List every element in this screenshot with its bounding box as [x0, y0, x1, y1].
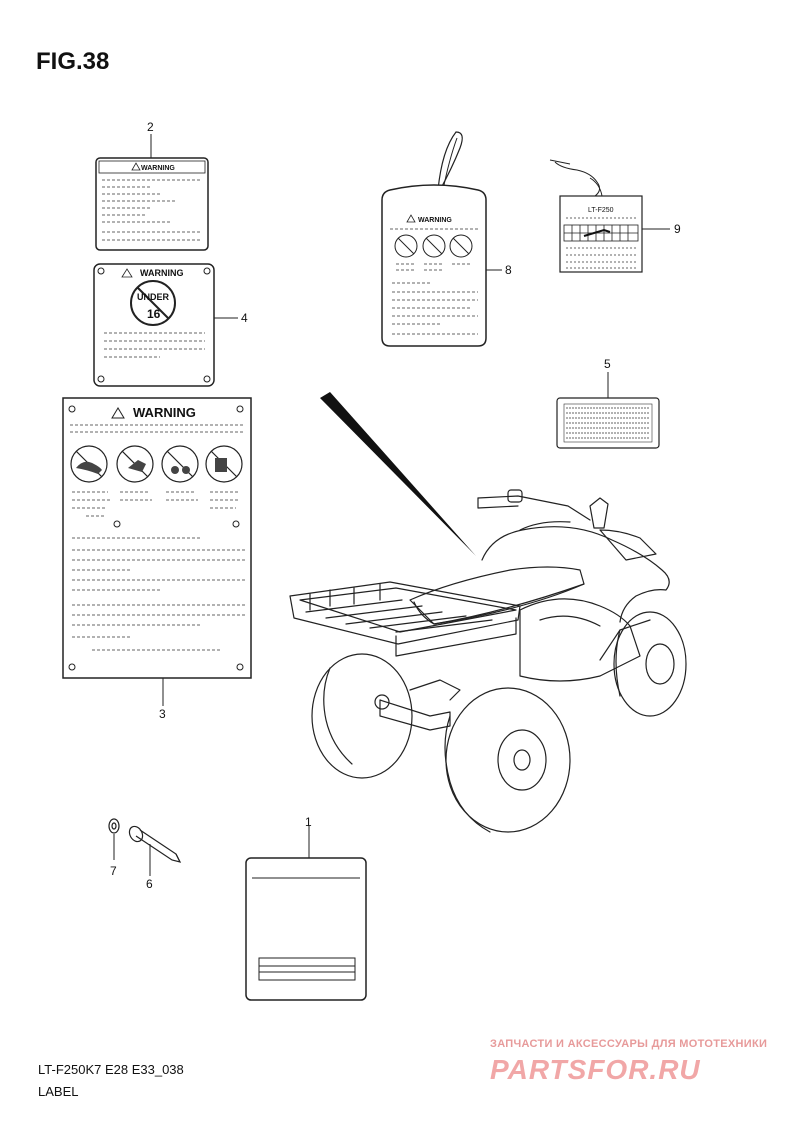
watermark-logo: PARTSFOR.RU: [490, 1054, 701, 1085]
callout-7: 7: [110, 864, 117, 878]
label-4-under16-sticker[interactable]: WARNING UNDER 16: [93, 263, 215, 387]
callout-3: 3: [159, 707, 166, 721]
label-2-hazard-icon: [131, 162, 141, 171]
label-3-hazard-icon: [111, 407, 125, 419]
diagram-label: LABEL: [38, 1084, 79, 1099]
no-alcohol-icon: [116, 445, 154, 483]
label-4-age-text: 16: [147, 307, 161, 321]
label-5-info-plate[interactable]: [556, 397, 660, 449]
callout-4: 4: [241, 311, 248, 325]
callout-8: 8: [505, 263, 512, 277]
label-3-main-warning-sticker[interactable]: WARNING: [62, 397, 252, 679]
label-9-model-tag[interactable]: LT-F250: [549, 159, 643, 273]
watermark-subtitle: ЗАПЧАСТИ И АКСЕССУАРЫ ДЛЯ МОТОТЕХНИКИ: [490, 1038, 768, 1050]
label-1-plate[interactable]: [245, 857, 367, 1001]
washer-part-7[interactable]: [108, 818, 120, 834]
label-9-model-text: LT-F250: [588, 207, 614, 214]
callout-6: 6: [146, 877, 153, 891]
label-8-hang-tag[interactable]: WARNING: [381, 131, 487, 347]
label-4-warning-text: WARNING: [140, 268, 184, 278]
callout-1: 1: [305, 815, 312, 829]
callout-2: 2: [147, 120, 154, 134]
no-paved-road-icon: [205, 445, 243, 483]
no-under16-icon: [130, 280, 176, 326]
label-8-warning-text: WARNING: [418, 217, 452, 224]
callout-9: 9: [674, 222, 681, 236]
label-4-under-text: UNDER: [137, 292, 170, 302]
callout-5: 5: [604, 357, 611, 371]
label-3-warning-text: WARNING: [133, 405, 196, 420]
no-stunt-icon: [161, 445, 199, 483]
no-passenger-icon: [70, 445, 108, 483]
diagram-code: LT-F250K7 E28 E33_038: [38, 1062, 184, 1077]
atv-illustration: [289, 489, 687, 833]
label-2-warning-sticker[interactable]: WARNING: [95, 157, 209, 251]
label-2-warning-text: WARNING: [141, 165, 175, 172]
rivet-part-6[interactable]: [127, 824, 182, 863]
figure-title: FIG.38: [36, 48, 110, 75]
label-location-arrow: [320, 392, 476, 556]
label-4-hazard-icon: [121, 268, 133, 278]
